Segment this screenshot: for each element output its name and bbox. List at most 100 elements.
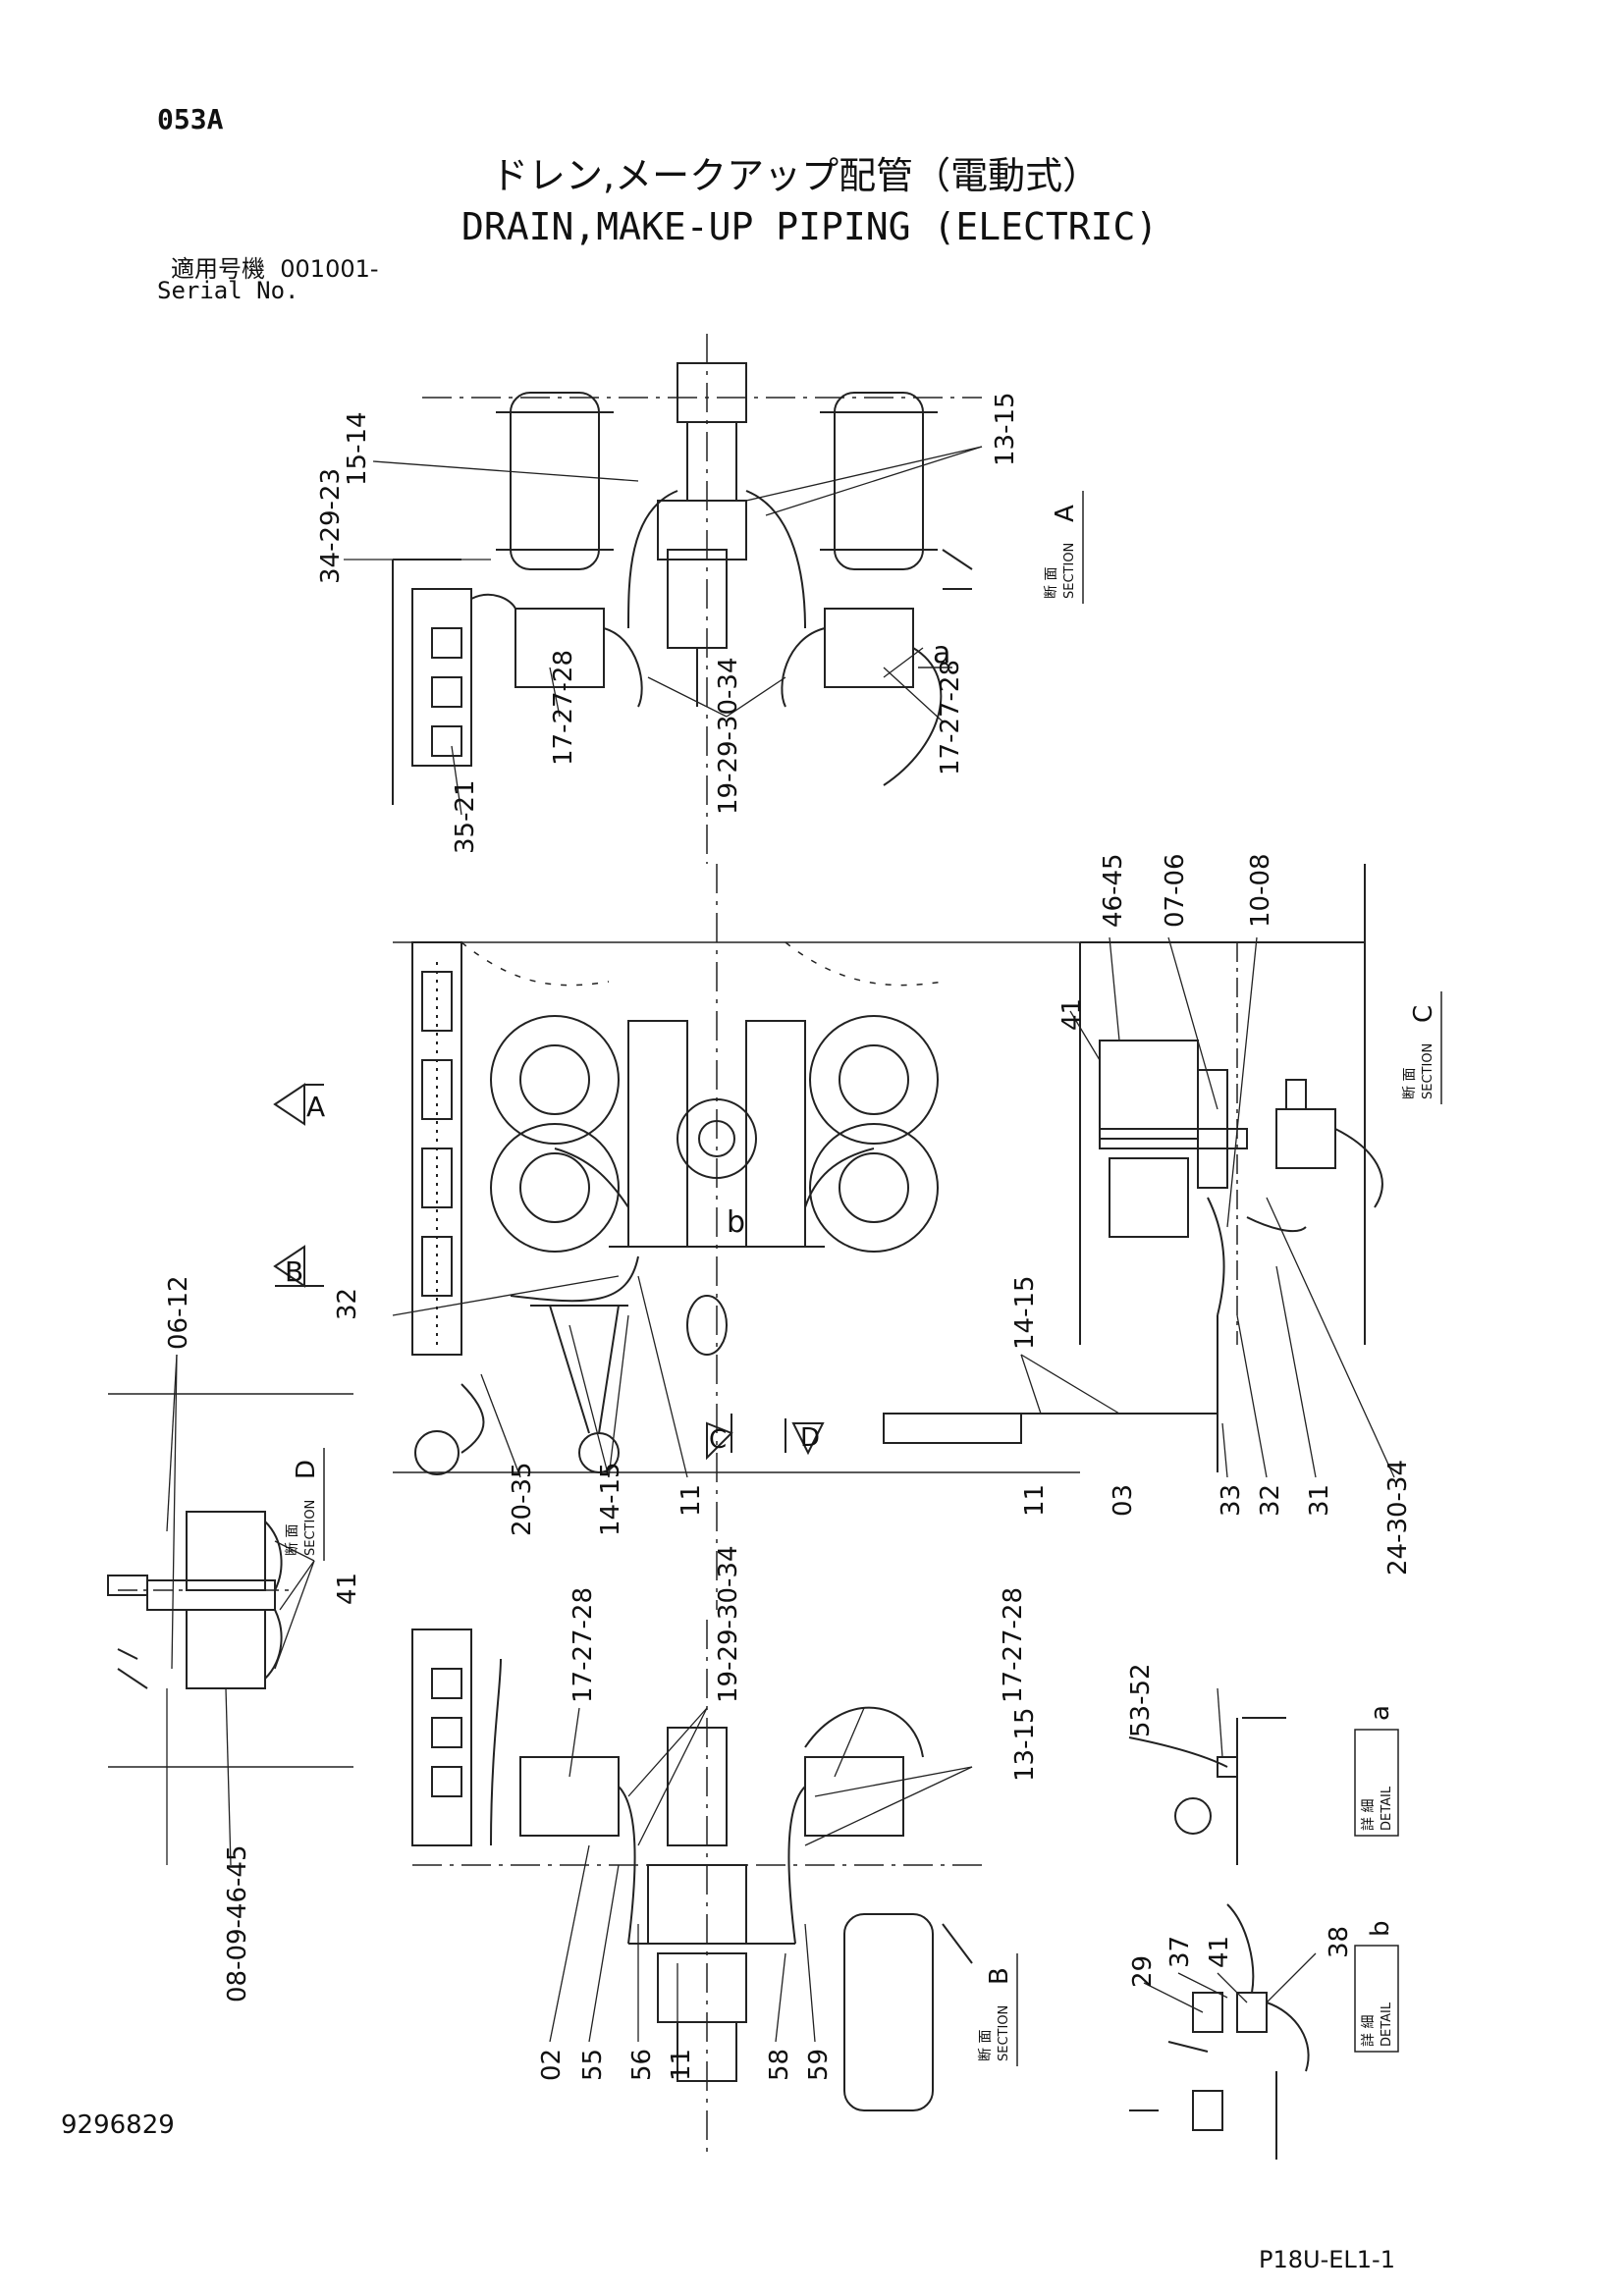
callout-55: 55 bbox=[578, 2049, 608, 2081]
section-b-cylinder bbox=[667, 1727, 728, 1846]
view-arrow-b-letter: B bbox=[285, 1255, 303, 1288]
document-number: 9296829 bbox=[61, 2110, 175, 2140]
section-d-letter: D bbox=[292, 1460, 321, 1479]
section-c-view bbox=[1020, 864, 1395, 1478]
detail-b-jp: 詳 細 bbox=[1361, 2015, 1377, 2047]
detail-a-label: 詳 細 DETAIL a bbox=[1354, 1705, 1399, 1837]
callout-24-30-34: 24-30-34 bbox=[1383, 1460, 1413, 1575]
view-arrow-d-letter: D bbox=[800, 1423, 820, 1453]
callout-10-08: 10-08 bbox=[1246, 853, 1275, 928]
title-japanese: ドレン,メークアップ配管（電動式） bbox=[491, 154, 1101, 197]
detail-marker-a: a bbox=[933, 636, 950, 670]
detail-b-letter: b bbox=[1366, 1920, 1395, 1937]
section-b-drum bbox=[843, 1913, 934, 2111]
swing-motor-bl bbox=[490, 1123, 620, 1253]
callout-35-21: 35-21 bbox=[451, 779, 480, 854]
callout-33: 33 bbox=[1217, 1484, 1246, 1517]
callout-14-15-c: 14-15 bbox=[1010, 1275, 1040, 1350]
callout-31: 31 bbox=[1305, 1484, 1334, 1517]
detail-a-view bbox=[1128, 1687, 1286, 1865]
callout-19-29-30-34-b: 19-29-30-34 bbox=[714, 1546, 743, 1703]
section-d-motor-top bbox=[186, 1511, 266, 1591]
swing-motor-tl bbox=[490, 1015, 620, 1145]
callout-59: 59 bbox=[804, 2049, 834, 2081]
section-b-motor-left bbox=[519, 1756, 620, 1837]
section-a-label: 断 面 SECTION A bbox=[1044, 491, 1084, 604]
drum-right bbox=[834, 392, 924, 570]
section-b-letter: B bbox=[985, 1967, 1014, 1985]
section-a-letter: A bbox=[1051, 505, 1080, 522]
callout-58: 58 bbox=[765, 2049, 794, 2081]
section-b-en: SECTION bbox=[997, 2005, 1011, 2061]
callout-34-29-23: 34-29-23 bbox=[316, 468, 346, 584]
section-a-en: SECTION bbox=[1062, 543, 1077, 599]
callout-17-27-28-b: 17-27-28 bbox=[936, 660, 965, 775]
callout-32-c: 32 bbox=[1256, 1484, 1285, 1517]
drum-left bbox=[510, 392, 600, 570]
callout-56: 56 bbox=[627, 2049, 657, 2081]
top-valve bbox=[677, 362, 747, 423]
section-b-view bbox=[411, 1620, 982, 2160]
callout-14-15-mid: 14-15 bbox=[596, 1462, 625, 1536]
section-d-jp: 断 面 bbox=[285, 1524, 300, 1556]
section-b-label: 断 面 SECTION B bbox=[978, 1953, 1018, 2066]
callout-08-09-46-45: 08-09-46-45 bbox=[223, 1845, 252, 2002]
motor-right bbox=[824, 608, 914, 688]
section-c-en: SECTION bbox=[1421, 1043, 1435, 1099]
callout-17-27-28-d: 17-27-28 bbox=[999, 1587, 1028, 1703]
section-c-motor bbox=[1099, 1040, 1199, 1140]
callout-06-12: 06-12 bbox=[164, 1275, 193, 1350]
swing-motor-br bbox=[809, 1123, 939, 1253]
section-a-view bbox=[344, 334, 983, 864]
callout-19-29-30-34-a: 19-29-30-34 bbox=[714, 658, 743, 815]
section-d-en: SECTION bbox=[303, 1500, 318, 1556]
callout-32-mid: 32 bbox=[333, 1288, 362, 1320]
view-arrow-d: D bbox=[785, 1418, 825, 1456]
callout-20-35: 20-35 bbox=[508, 1462, 537, 1536]
serial-label-jp: 適用号機 bbox=[171, 255, 265, 283]
serial-line-jp: 適用号機 001001- bbox=[171, 257, 379, 281]
section-d-motor-bottom bbox=[186, 1609, 266, 1689]
callout-29-b: 29 bbox=[1128, 1955, 1158, 1988]
detail-b-label: 詳 細 DETAIL b bbox=[1354, 1920, 1399, 2053]
callout-11-mid: 11 bbox=[677, 1484, 706, 1517]
view-arrow-c-letter: C bbox=[709, 1425, 727, 1455]
callout-37: 37 bbox=[1165, 1936, 1195, 1968]
title-english: DRAIN,MAKE-UP PIPING (ELECTRIC) bbox=[461, 205, 1159, 248]
view-arrow-a-letter: A bbox=[306, 1091, 325, 1123]
view-arrow-c: C bbox=[706, 1414, 733, 1461]
section-c-letter: C bbox=[1409, 1005, 1438, 1023]
section-c-valve bbox=[1275, 1108, 1336, 1169]
callout-17-27-28-c: 17-27-28 bbox=[568, 1587, 598, 1703]
callout-38: 38 bbox=[1325, 1926, 1354, 1958]
view-arrow-b: B bbox=[273, 1245, 324, 1288]
section-b-motor-right bbox=[804, 1756, 904, 1837]
detail-a-jp: 詳 細 bbox=[1361, 1799, 1377, 1831]
callout-17-27-28-a: 17-27-28 bbox=[549, 650, 578, 766]
section-a-jp: 断 面 bbox=[1044, 567, 1059, 599]
callout-15-14: 15-14 bbox=[343, 411, 372, 486]
drawing-code: 053A bbox=[157, 103, 224, 135]
serial-value: 001001- bbox=[280, 255, 379, 283]
sheet-code: P18U-EL1-1 bbox=[1259, 2246, 1395, 2273]
swing-motor-tr bbox=[809, 1015, 939, 1145]
view-arrow-a: A bbox=[273, 1083, 325, 1126]
callout-11-b: 11 bbox=[667, 2049, 696, 2081]
detail-a-en: DETAIL bbox=[1380, 1786, 1394, 1831]
callout-13-15-b: 13-15 bbox=[1010, 1707, 1040, 1782]
motor-left bbox=[514, 608, 605, 688]
callout-11-c: 11 bbox=[1020, 1484, 1050, 1517]
center-joint bbox=[677, 1098, 757, 1179]
section-d-label: 断 面 SECTION D bbox=[285, 1448, 325, 1561]
detail-marker-b: b bbox=[727, 1205, 745, 1240]
callout-03: 03 bbox=[1109, 1484, 1138, 1517]
cylinder-center bbox=[667, 549, 728, 649]
valve-bank bbox=[411, 941, 462, 1356]
callout-13-15-top: 13-15 bbox=[991, 392, 1020, 466]
section-c-label: 断 面 SECTION C bbox=[1402, 991, 1442, 1104]
callout-41-c: 41 bbox=[1057, 998, 1087, 1031]
section-c-jp: 断 面 bbox=[1402, 1068, 1418, 1099]
callout-46-45-c: 46-45 bbox=[1099, 853, 1128, 928]
serial-label-en: Serial No. bbox=[157, 277, 299, 304]
